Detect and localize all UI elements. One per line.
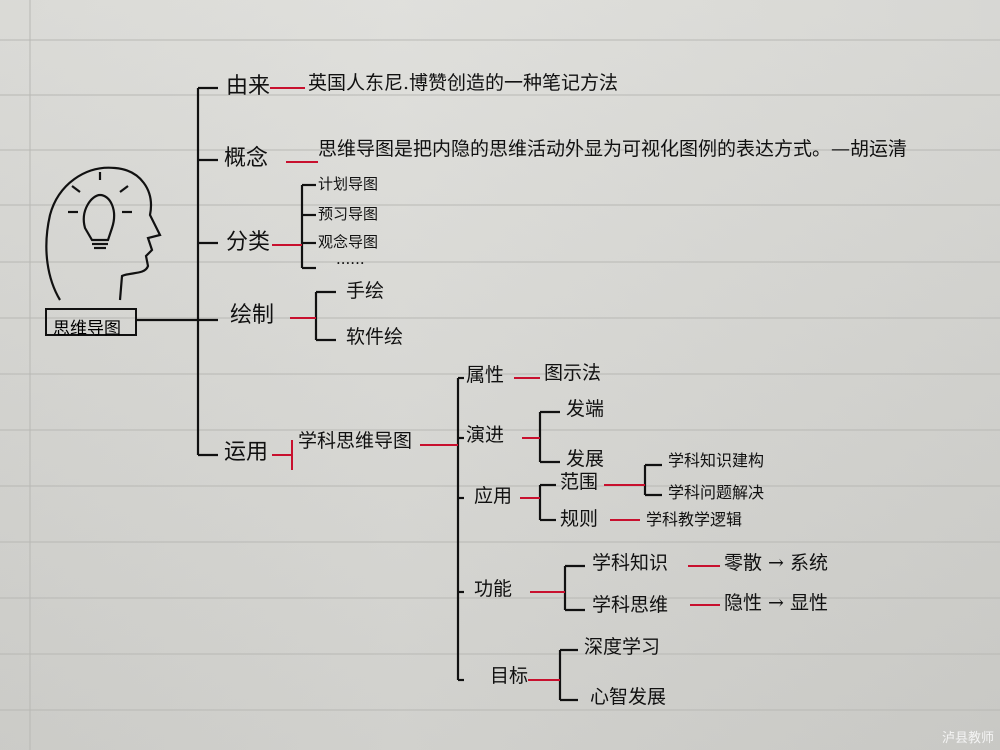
usage-label: 应用 [474,485,513,507]
evolution-item: 发展 [566,448,605,470]
head-bulb-icon [45,166,162,301]
scope-item: 学科知识建构 [668,451,765,470]
function-item-change: 隐性 → 显性 [724,592,828,614]
function-item-name: 学科知识 [592,552,669,574]
branch-application-label: 运用 [224,440,269,465]
classification-item: 预习导图 [318,205,379,223]
branch-classification-label: 分类 [226,230,271,255]
evolution-item: 发端 [566,398,605,420]
origin-text: 英国人东尼.博赞创造的一种笔记方法 [308,72,619,94]
function-item-name: 学科思维 [592,594,669,616]
branch-concept-label: 概念 [224,146,269,171]
usage-rule-label: 规则 [560,508,599,530]
branch-drawing-label: 绘制 [230,303,275,328]
drawing-item: 软件绘 [346,326,404,348]
drawing-item: 手绘 [346,280,385,302]
classification-item: 计划导图 [318,175,379,193]
watermark: 泸县教师 [941,731,994,746]
classification-item: ······ [336,254,365,272]
root-node-box: 思维导图 [45,308,137,339]
goal-item: 深度学习 [584,636,661,658]
function-item-change: 零散 → 系统 [724,552,828,574]
goal-item: 心智发展 [590,686,667,708]
classification-item: 观念导图 [318,233,379,251]
function-label: 功能 [474,578,513,600]
attribute-value: 图示法 [544,362,602,384]
subject-mindmap-label: 学科思维导图 [298,430,413,452]
attribute-label: 属性 [466,364,505,386]
usage-scope-label: 范围 [560,471,599,493]
branch-origin-label: 由来 [226,74,271,99]
evolution-label: 演进 [466,424,505,446]
scope-item: 学科问题解决 [668,483,765,502]
usage-rule-value: 学科教学逻辑 [646,510,743,529]
goal-label: 目标 [490,665,529,687]
concept-text: 思维导图是把内隐的思维活动外显为可视化图例的表达方式。—胡运清 [318,138,908,160]
root-label: 思维导图 [53,319,121,339]
